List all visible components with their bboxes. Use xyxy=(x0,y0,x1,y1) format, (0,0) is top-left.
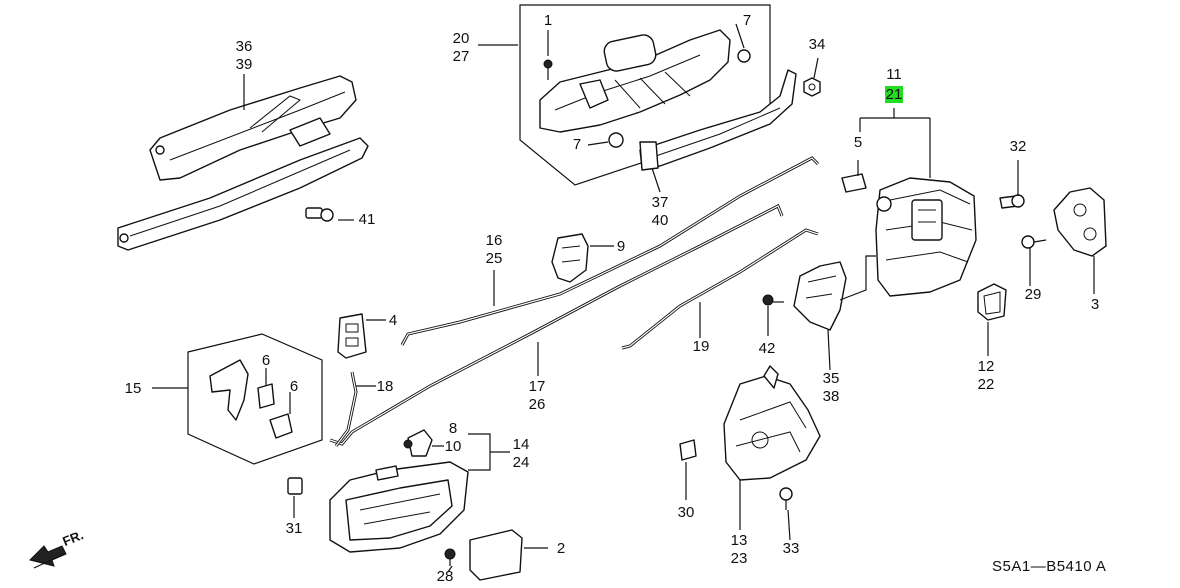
rod-18 xyxy=(334,371,358,447)
clip-31 xyxy=(287,477,303,495)
callout-16: 16 xyxy=(485,232,503,249)
callout-26: 26 xyxy=(528,396,546,413)
rod-16-25 xyxy=(400,156,820,346)
callout-11: 11 xyxy=(886,66,902,83)
callout-8: 8 xyxy=(448,420,458,437)
callout-29: 29 xyxy=(1024,286,1042,303)
callout-2: 2 xyxy=(556,540,566,557)
front-arrow-icon xyxy=(29,545,67,569)
screw-42 xyxy=(762,294,784,306)
diagram-code: S5A1—B5410 A xyxy=(992,558,1107,575)
callout-21: 21 xyxy=(879,86,909,104)
latch-assembly-11-21 xyxy=(875,177,977,297)
callout-6-top: 6 xyxy=(261,352,271,369)
callout-9: 9 xyxy=(616,238,626,255)
callout-7-bottom: 7 xyxy=(572,136,582,153)
inner-handle-lever-36-39 xyxy=(117,75,369,251)
clip-5 xyxy=(841,173,867,193)
actuator-13-23 xyxy=(723,365,821,481)
screw-29 xyxy=(1021,235,1047,249)
callout-4: 4 xyxy=(388,312,398,329)
clip-41 xyxy=(305,207,334,222)
callout-6-bottom: 6 xyxy=(289,378,299,395)
group-box-15 xyxy=(187,333,323,465)
callout-18: 18 xyxy=(376,378,394,395)
callout-35: 35 xyxy=(822,370,840,387)
protector-35-38 xyxy=(793,261,847,331)
rod-17-26 xyxy=(329,203,784,446)
callout-39: 39 xyxy=(235,56,253,73)
callout-25: 25 xyxy=(485,250,503,267)
callout-21-highlight: 21 xyxy=(884,86,904,103)
nut-34 xyxy=(803,77,821,97)
callout-12: 12 xyxy=(977,358,995,375)
callout-24: 24 xyxy=(512,454,530,471)
outer-handle-group-box xyxy=(519,4,771,186)
callout-42: 42 xyxy=(758,340,776,357)
callout-32: 32 xyxy=(1009,138,1027,155)
callout-3: 3 xyxy=(1090,296,1100,313)
cover-2 xyxy=(469,529,523,581)
callout-17: 17 xyxy=(528,378,546,395)
callout-41: 41 xyxy=(358,211,376,228)
inside-handle-14-24 xyxy=(329,461,469,553)
callout-10: 10 xyxy=(444,438,462,455)
callout-20: 20 xyxy=(452,30,470,47)
screw-33 xyxy=(779,487,793,510)
callout-7-top: 7 xyxy=(742,12,752,29)
callout-14: 14 xyxy=(512,436,530,453)
callout-27: 27 xyxy=(452,48,470,65)
callout-13: 13 xyxy=(730,532,748,549)
rod-19 xyxy=(621,228,819,350)
callout-37: 37 xyxy=(651,194,669,211)
screw-32 xyxy=(999,194,1025,209)
callout-5: 5 xyxy=(853,134,863,151)
bracket-37-40 xyxy=(639,69,797,171)
callout-19: 19 xyxy=(692,338,710,355)
callout-36: 36 xyxy=(235,38,253,55)
leader-lines xyxy=(152,23,1095,573)
callout-33: 33 xyxy=(782,540,800,557)
callout-23: 23 xyxy=(730,550,748,567)
clip-8-10 xyxy=(403,429,433,457)
callout-38: 38 xyxy=(822,388,840,405)
callout-31: 31 xyxy=(285,520,303,537)
callout-28: 28 xyxy=(436,568,454,585)
callout-15: 15 xyxy=(124,380,142,397)
cover-12-22 xyxy=(977,283,1007,321)
clip-4 xyxy=(337,313,367,359)
clip-9 xyxy=(551,233,589,283)
callout-34: 34 xyxy=(808,36,826,53)
callout-22: 22 xyxy=(977,376,995,393)
screw-28 xyxy=(444,548,456,566)
striker-3 xyxy=(1053,187,1107,257)
clip-30 xyxy=(679,439,697,461)
callout-30: 30 xyxy=(677,504,695,521)
callout-40: 40 xyxy=(651,212,669,229)
callout-1: 1 xyxy=(543,12,553,29)
